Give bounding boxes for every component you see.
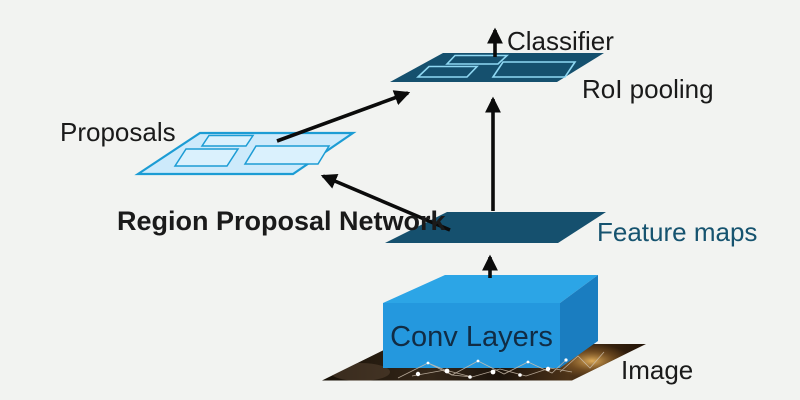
proposal-box — [243, 145, 331, 165]
proposals-sheet — [134, 131, 357, 176]
arrow-featuremaps-to-proposals — [320, 173, 451, 232]
roi-pooling-sheet-face — [390, 53, 604, 82]
photo-texture-blotch — [330, 363, 390, 381]
photo-network-lights — [397, 351, 605, 379]
label-conv-layers: Conv Layers — [390, 321, 553, 353]
label-feature-maps: Feature maps — [597, 217, 758, 247]
arrows-layer — [276, 27, 503, 278]
conv-layers-box — [383, 275, 598, 368]
label-image: Image — [621, 355, 694, 385]
feature-maps-sheet — [385, 212, 606, 243]
roi-region-box — [416, 65, 479, 78]
label-roi-pooling: RoI pooling — [582, 74, 714, 104]
conv-box-top-face — [383, 275, 598, 303]
proposal-box — [200, 134, 255, 147]
label-classifier: Classifier — [507, 26, 614, 56]
proposal-box — [173, 148, 240, 167]
label-region-proposal-network: Region Proposal Network — [117, 206, 446, 236]
roi-region-box — [491, 61, 577, 78]
conv-box-front-face — [383, 303, 560, 368]
label-proposals: Proposals — [60, 117, 176, 147]
roi-pooling-sheet — [390, 53, 604, 82]
arrow-proposals-to-roi — [276, 90, 411, 143]
conv-box-side-face — [560, 275, 598, 368]
roi-region-box — [445, 54, 510, 65]
